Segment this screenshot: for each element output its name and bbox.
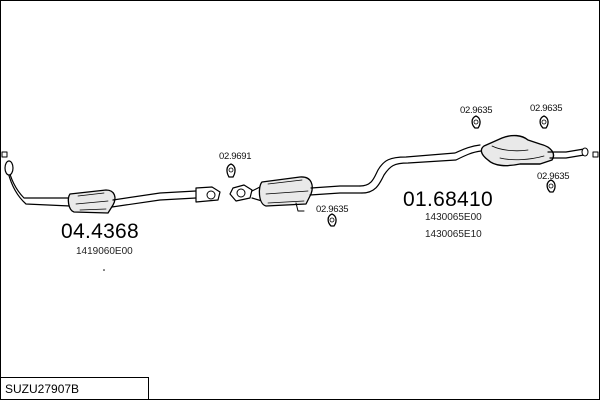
reference-code: SUZU27907B xyxy=(5,382,80,396)
fitting-label-centre: 02.9635 xyxy=(316,204,349,215)
oe-number-front: 1419060E00 xyxy=(76,246,133,257)
centre-catalyst-drawing xyxy=(229,176,363,212)
right-connection-marker xyxy=(592,151,599,158)
part-number-front: 04.4368 xyxy=(61,220,140,243)
reference-code-box: SUZU27907B xyxy=(0,377,149,399)
front-pipe-catalyst-drawing xyxy=(4,160,221,214)
stray-dot xyxy=(103,269,105,271)
fitting-label-lower: 02.9635 xyxy=(537,171,570,182)
fitting-label-left: 02.9635 xyxy=(460,105,493,116)
fitting-label-right: 02.9635 xyxy=(530,103,563,114)
fitting-label-02-9691: 02.9691 xyxy=(219,151,252,162)
rear-silencer-drawing xyxy=(359,134,589,194)
part-number-rear: 01.68410 xyxy=(403,188,493,211)
oe-number-rear-1: 1430065E00 xyxy=(425,212,482,223)
oe-number-rear-2: 1430065E10 xyxy=(425,229,482,240)
left-connection-marker xyxy=(1,151,8,158)
